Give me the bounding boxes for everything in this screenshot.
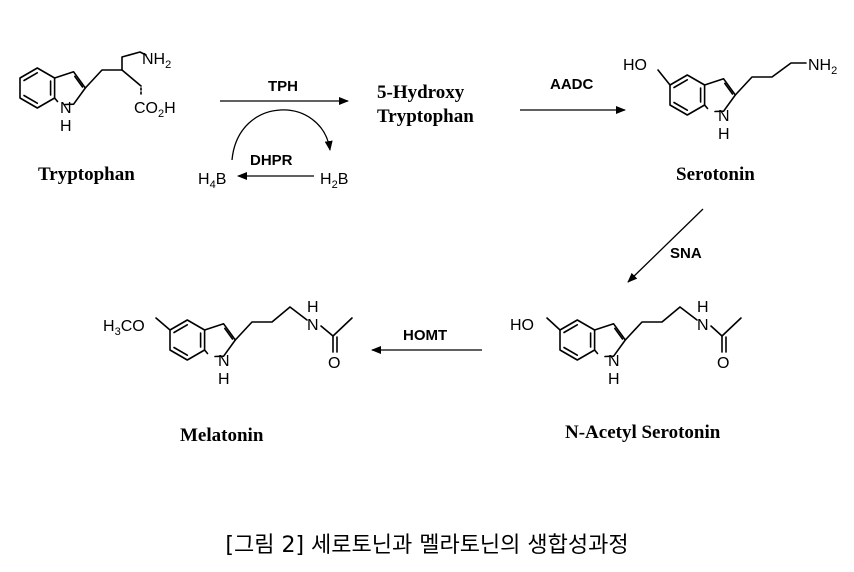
svg-text:H: H	[608, 371, 620, 388]
tryptophan-structure: N H NH2 CO2H	[19, 51, 176, 135]
svg-text:N: N	[697, 317, 709, 334]
svg-text:O: O	[328, 355, 340, 372]
svg-text:H: H	[718, 126, 730, 143]
label-n-acetyl-serotonin: N-Acetyl Serotonin	[565, 422, 721, 443]
arrow-cofactor-curve	[231, 109, 333, 161]
figure-caption: [그림 2] 세로토닌과 멜라토닌의 생합성과정	[225, 533, 628, 558]
arrow-sna	[627, 208, 704, 283]
svg-text:H: H	[697, 299, 709, 316]
svg-text:H: H	[218, 371, 230, 388]
svg-text:HO: HO	[510, 317, 534, 334]
methoxy-group: H3CO	[103, 318, 145, 338]
cofactor-h4b: H4B	[198, 171, 226, 191]
amino-group-serotonin: NH2	[808, 57, 837, 77]
label-tryptophan: Tryptophan	[38, 164, 135, 185]
svg-text:N: N	[718, 108, 730, 125]
serotonin-structure: N H HO NH2	[623, 57, 837, 143]
carboxyl-group: CO2H	[134, 100, 176, 120]
hydroxyl-group: HO	[623, 57, 647, 74]
svg-text:N: N	[218, 353, 230, 370]
indole-n: N	[60, 100, 72, 117]
svg-text:N: N	[307, 317, 319, 334]
indole-h: H	[60, 118, 72, 135]
svg-text:H: H	[307, 299, 319, 316]
enzyme-aadc: AADC	[550, 76, 593, 93]
enzyme-dhpr: DHPR	[250, 152, 293, 169]
enzyme-tph: TPH	[268, 78, 298, 95]
label-5-hydroxy: 5-Hydroxy	[377, 82, 465, 103]
label-melatonin: Melatonin	[180, 425, 264, 446]
cofactor-h2b: H2B	[320, 171, 348, 191]
n-acetyl-serotonin-structure: N H HO N H O	[510, 299, 742, 388]
svg-text:O: O	[717, 355, 729, 372]
label-5-hydroxy-tryptophan: Tryptophan	[377, 106, 474, 127]
amino-group: NH2	[142, 51, 171, 71]
enzyme-sna: SNA	[670, 245, 702, 262]
melatonin-structure: N H H3CO N H O	[103, 299, 353, 388]
enzyme-homt: HOMT	[403, 327, 447, 344]
label-serotonin: Serotonin	[676, 164, 755, 185]
svg-text:N: N	[608, 353, 620, 370]
